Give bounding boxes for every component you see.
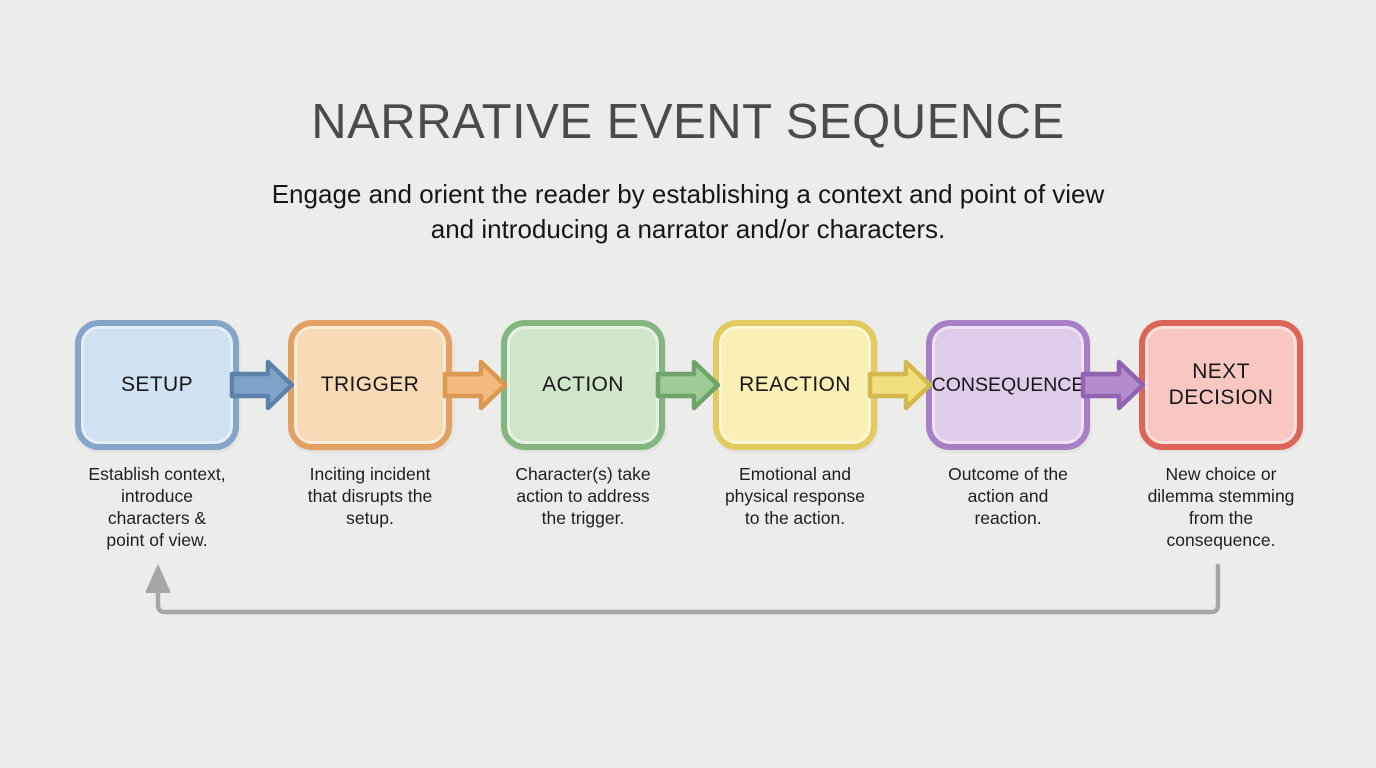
stage-next-decision-label: NEXT DECISION [1168, 359, 1274, 409]
stage-consequence-box: CONSEQUENCE [926, 320, 1090, 450]
stage-next-decision: NEXT DECISION New choice or dilemma stem… [1139, 320, 1303, 551]
stage-consequence-description: Outcome of the action and reaction. [948, 464, 1068, 528]
stage-next-decision-box: NEXT DECISION [1139, 320, 1303, 450]
flow-arrow-reaction-to-consequence-icon [867, 359, 933, 411]
stage-action-description: Character(s) take action to address the … [515, 464, 651, 528]
stage-setup-box: SETUP [75, 320, 239, 450]
flow-arrow-consequence-to-next-decision-icon [1080, 359, 1146, 411]
stage-setup: SETUP Establish context, introduce chara… [75, 320, 239, 551]
stage-trigger-label: TRIGGER [320, 372, 420, 396]
stage-action-label: ACTION [542, 372, 624, 396]
stage-consequence-label: CONSEQUENCE [931, 373, 1085, 396]
stage-reaction-box: REACTION [713, 320, 877, 450]
stage-consequence: CONSEQUENCE Outcome of the action and re… [926, 320, 1090, 529]
loop-arrow-path [155, 563, 1221, 615]
stage-action-box: ACTION [501, 320, 665, 450]
stage-trigger: TRIGGER Inciting incident that disrupts … [288, 320, 452, 529]
page-title: NARRATIVE EVENT SEQUENCE [311, 95, 1065, 149]
stage-action: ACTION Character(s) take action to addre… [501, 320, 665, 529]
stage-reaction: REACTION Emotional and physical response… [713, 320, 877, 529]
subtitle: Engage and orient the reader by establis… [271, 179, 1105, 244]
flow-arrow-action-to-reaction-icon [655, 359, 721, 411]
stage-reaction-description: Emotional and physical response to the a… [724, 464, 866, 528]
flow-arrow-trigger-to-action-icon [442, 359, 508, 411]
flow-arrow-setup-to-trigger-icon [229, 359, 295, 411]
loop-arrowhead-icon [145, 565, 171, 593]
stage-setup-label: SETUP [120, 372, 193, 396]
stage-trigger-box: TRIGGER [288, 320, 452, 450]
stage-trigger-description: Inciting incident that disrupts the setu… [307, 464, 433, 528]
stage-reaction-label: REACTION [739, 372, 851, 396]
stage-next-decision-description: New choice or dilemma stemming from the … [1147, 464, 1295, 550]
stage-setup-description: Establish context, introduce characters … [88, 464, 226, 550]
